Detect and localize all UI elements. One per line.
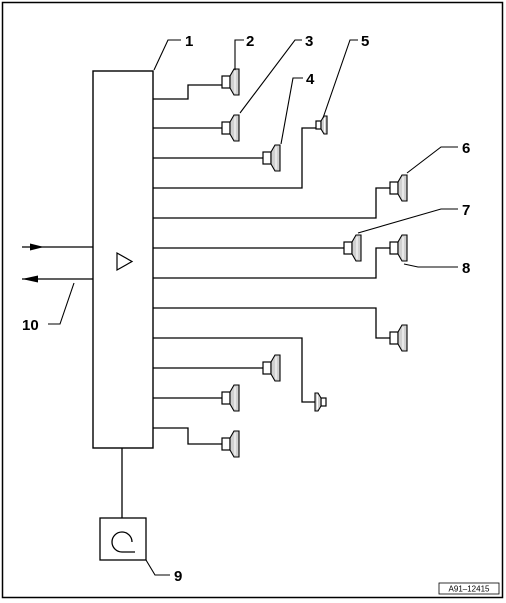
speaker-8-icon [389, 234, 408, 262]
speaker-lower-2-icon [221, 430, 240, 458]
speaker-3-icon [221, 114, 240, 142]
reference-code: A91–12415 [449, 585, 490, 594]
speaker-lower-1-icon [221, 384, 240, 412]
amplifier-symbol-icon [116, 251, 134, 272]
signal-out-arrow-icon [22, 275, 93, 283]
speaker-5-icon [315, 115, 328, 135]
label-amplifier: 1 [185, 33, 193, 50]
speaker-2-icon [221, 68, 240, 96]
leader-lines [48, 39, 458, 576]
label-speaker-2: 2 [246, 33, 254, 50]
label-speaker-5: 5 [361, 33, 369, 50]
speaker-rear-right-icon [389, 324, 408, 352]
speaker-rear-small-icon [314, 392, 327, 412]
speaker-4-icon [262, 144, 281, 172]
signal-in-arrow-icon [22, 243, 93, 251]
speaker-7-icon [343, 234, 362, 262]
microphone-icon [111, 531, 135, 553]
label-microphone: 9 [174, 568, 182, 585]
label-speaker-7: 7 [462, 202, 470, 219]
label-speaker-6: 6 [462, 140, 470, 157]
microphone-box [99, 517, 147, 561]
label-speaker-3: 3 [305, 33, 313, 50]
speaker-rear-mid-icon [262, 354, 281, 382]
label-speaker-8: 8 [462, 260, 470, 277]
speaker-6-icon [389, 174, 408, 202]
label-speaker-4: 4 [306, 71, 315, 88]
speaker-wires [153, 84, 390, 445]
label-signal-lines: 10 [22, 317, 39, 334]
reference-code-box [438, 582, 500, 595]
